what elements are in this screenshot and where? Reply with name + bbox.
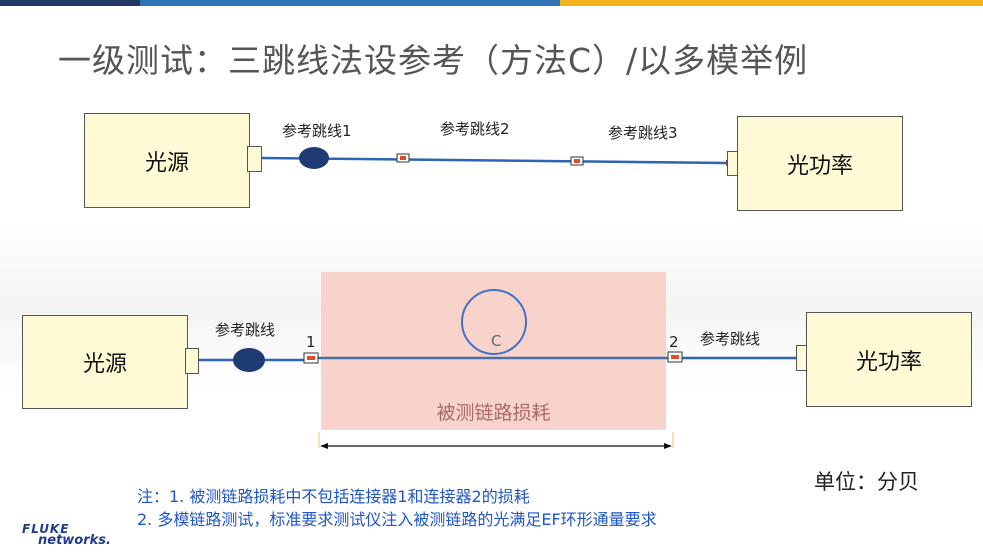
- circle-c-label: C: [491, 332, 502, 350]
- logo-line-1: FLUKE: [22, 522, 70, 536]
- top-cord2-label: 参考跳线2: [440, 120, 510, 138]
- fluke-networks-logo: FLUKE networks.: [22, 520, 111, 547]
- bottom-connector-1: [303, 352, 319, 364]
- bottom-cord-left-label: 参考跳线: [215, 321, 276, 339]
- top-fiber: [261, 156, 728, 165]
- top-power-meter-label: 光功率: [786, 153, 853, 179]
- top-light-source: 光源: [84, 113, 250, 208]
- connector-2-label: 2: [669, 333, 679, 351]
- note-line-2: 2. 多模链路测试，标准要求测试仪注入被测链路的光满足EF环形通量要求: [137, 510, 657, 529]
- bottom-cord-right-label: 参考跳线: [700, 330, 761, 348]
- accent-navy: [0, 0, 140, 6]
- dim-arrow-right: [664, 443, 672, 449]
- top-accent-bar: [0, 0, 983, 6]
- connector-1-label: 1: [306, 333, 316, 351]
- accent-blue: [140, 0, 560, 6]
- unit-label: 单位：分贝: [814, 470, 919, 494]
- bottom-light-source-label: 光源: [82, 352, 127, 377]
- bottom-connector-2: [667, 351, 683, 363]
- logo-line-2: networks.: [38, 533, 111, 548]
- slide-title: 一级测试：三跳线法设参考（方法C）/以多模举例: [58, 41, 809, 80]
- note-line-1: 注：1. 被测链路损耗中不包括连接器1和连接器2的损耗: [137, 487, 530, 506]
- dut-loss-label: 被测链路损耗: [436, 402, 551, 424]
- bottom-power-meter-label: 光功率: [855, 349, 922, 375]
- top-power-meter: 光功率: [737, 116, 903, 211]
- top-source-port: [247, 146, 262, 172]
- bottom-light-source: 光源: [22, 315, 188, 409]
- top-light-source-label: 光源: [144, 150, 189, 176]
- bottom-power-meter: 光功率: [806, 312, 972, 407]
- top-mandrel: [299, 147, 329, 169]
- top-adapter-1: [396, 153, 410, 163]
- bottom-mandrel: [233, 348, 265, 372]
- accent-gold: [560, 0, 983, 6]
- dim-arrow-left: [320, 443, 328, 449]
- mandrel-loop-circle: [461, 289, 527, 355]
- bottom-source-port: [185, 348, 199, 374]
- top-adapter-2: [570, 156, 584, 166]
- top-cord1-label: 参考跳线1: [282, 122, 352, 140]
- top-cord3-label: 参考跳线3: [608, 124, 678, 142]
